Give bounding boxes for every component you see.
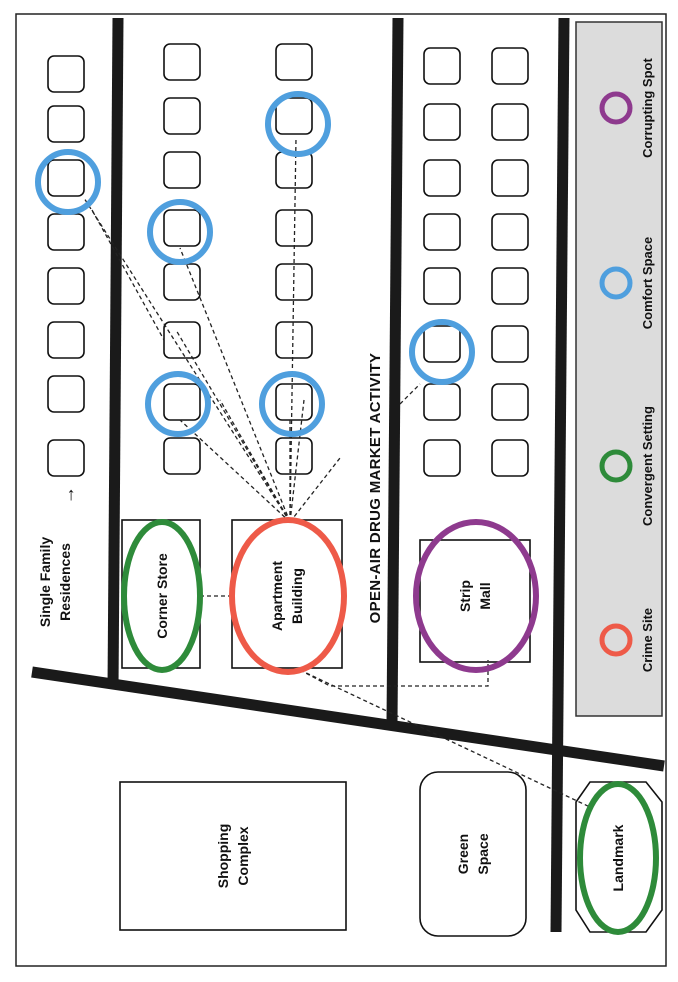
connection-residence-chain-1 <box>91 209 165 341</box>
legend-panel: Crime Site Convergent Setting Comfort Sp… <box>575 21 663 717</box>
road-diagonal <box>31 666 665 772</box>
residence <box>423 159 461 197</box>
residential-blocks <box>47 43 529 477</box>
road-1 <box>107 17 124 689</box>
connection-apartment-residence-2 <box>179 247 291 523</box>
shopping-complex-box <box>119 781 347 931</box>
comfort-space-circle <box>35 149 101 215</box>
residence <box>163 209 201 247</box>
residence <box>491 47 529 85</box>
single-family-line1: Single Family <box>37 537 53 627</box>
road-2 <box>386 17 404 723</box>
connection-apartment-residence-3 <box>289 137 297 523</box>
connection-apartment-residence-8 <box>175 329 291 523</box>
strip-mall-label-line1: Strip <box>457 580 473 612</box>
residence <box>423 439 461 477</box>
residence <box>491 103 529 141</box>
legend-convergent-setting-icon <box>599 449 633 483</box>
block-column-5 <box>491 47 529 477</box>
legend-crime-site-label: Crime Site <box>640 608 655 672</box>
green-space-box <box>419 771 527 937</box>
residence <box>47 55 85 93</box>
strip-mall-box <box>419 539 531 663</box>
residence <box>491 267 529 305</box>
landmark-label: Landmark <box>610 824 626 891</box>
road-3 <box>550 17 570 933</box>
residence <box>423 213 461 251</box>
comfort-space-circle <box>147 199 213 265</box>
convergent-setting-landmark <box>577 781 659 935</box>
single-family-label: Single Family Residences → <box>37 486 78 627</box>
arrow-icon: → <box>58 486 78 504</box>
residence <box>47 105 85 143</box>
comfort-space-markers <box>35 91 475 437</box>
shopping-complex-label-line2: Complex <box>235 826 251 885</box>
residence <box>275 97 313 135</box>
residence <box>47 267 85 305</box>
legend-corrupting-spot-icon <box>599 91 633 125</box>
comfort-space-circle <box>259 371 325 437</box>
legend-item-crime-site: Crime Site <box>599 608 655 672</box>
residence <box>491 439 529 477</box>
residence <box>47 439 85 477</box>
corrupting-spot-strip-mall <box>413 519 539 673</box>
residence <box>491 383 529 421</box>
shopping-complex-label-line1: Shopping <box>215 824 231 889</box>
apartment-label-line2: Building <box>289 568 305 624</box>
open-air-drug-market-label: OPEN-AIR DRUG MARKET ACTIVITY <box>367 353 384 624</box>
legend-item-corrupting-spot: Corrupting Spot <box>599 58 655 158</box>
legend-crime-site-icon <box>599 623 633 657</box>
residence <box>423 325 461 363</box>
residence <box>47 321 85 359</box>
residence <box>275 43 313 81</box>
residence <box>163 437 201 475</box>
residence <box>275 437 313 475</box>
strip-mall-label-line2: Mall <box>477 582 493 609</box>
apartment-label-line1: Apartment <box>269 561 285 631</box>
residence <box>491 325 529 363</box>
legend-comfort-space-icon <box>599 266 633 300</box>
residence <box>491 159 529 197</box>
connection-apartment-residence-1 <box>83 197 291 523</box>
corner-store-label: Corner Store <box>154 553 170 639</box>
residence <box>491 213 529 251</box>
residence <box>47 375 85 413</box>
legend-convergent-setting-label: Convergent Setting <box>640 406 655 526</box>
block-column-4 <box>423 47 461 477</box>
green-space-label-line1: Green <box>455 834 471 874</box>
landmark-box <box>575 781 663 933</box>
residence <box>163 97 201 135</box>
legend-corrupting-spot-label: Corrupting Spot <box>640 58 655 158</box>
connection-lines <box>83 137 593 809</box>
connection-apartment-landmark <box>299 669 593 809</box>
residence <box>423 267 461 305</box>
single-family-line2: Residences <box>57 543 73 621</box>
legend-background <box>575 21 663 717</box>
connection-open-air-residence <box>399 383 421 405</box>
block-column-2 <box>163 43 201 475</box>
crime-site-apartment <box>229 517 347 675</box>
connection-apartment-strip-mall <box>299 660 489 687</box>
residence <box>275 383 313 421</box>
residence <box>47 159 85 197</box>
comfort-space-circle <box>409 319 475 385</box>
legend-item-convergent-setting: Convergent Setting <box>599 406 655 526</box>
residence <box>163 151 201 189</box>
green-space-label-line2: Space <box>475 833 491 874</box>
legend-item-comfort-space: Comfort Space <box>599 237 655 329</box>
residence <box>423 47 461 85</box>
residence <box>275 263 313 301</box>
residence <box>423 103 461 141</box>
comfort-space-circle <box>145 371 211 437</box>
legend-comfort-space-label: Comfort Space <box>640 237 655 329</box>
residence <box>163 43 201 81</box>
residence <box>163 383 201 421</box>
convergent-setting-corner-store <box>121 519 203 673</box>
roads <box>31 17 665 933</box>
comfort-space-circle <box>265 91 331 157</box>
residence <box>275 321 313 359</box>
